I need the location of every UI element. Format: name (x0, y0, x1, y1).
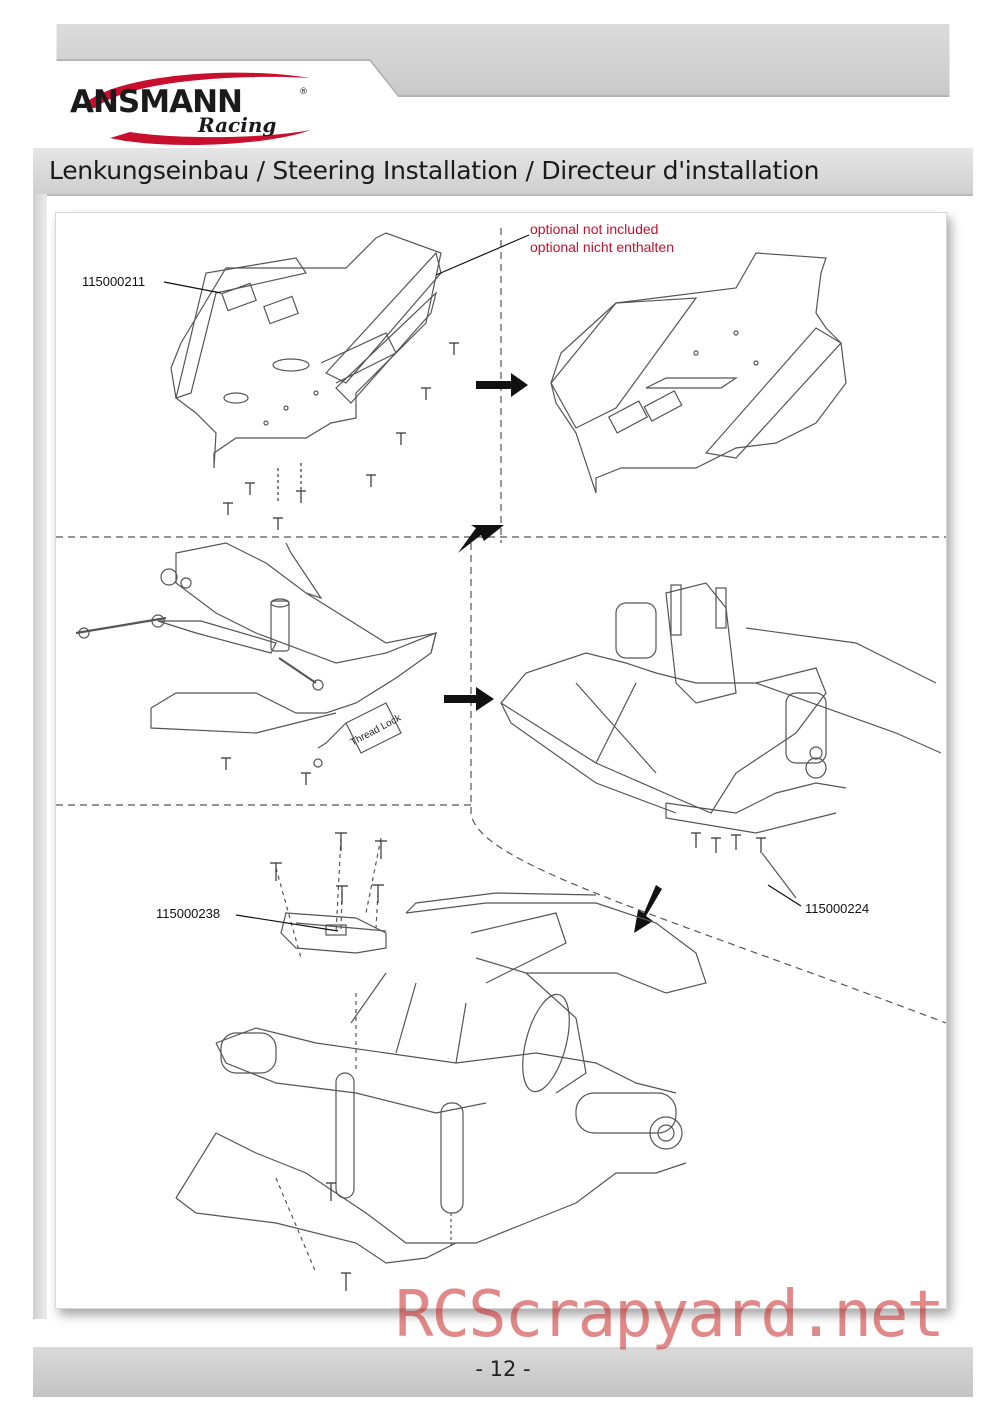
svg-text:Racing: Racing (197, 113, 276, 137)
leader-115000238 (235, 914, 339, 932)
header-band (56, 24, 950, 97)
arrow-down-left-1 (458, 525, 504, 553)
step1-screws (223, 342, 459, 530)
side-strip (33, 194, 47, 1319)
divider-curved (470, 543, 946, 1024)
assembly-illustrations: Thread Lock (56, 228, 946, 1291)
brand-logo: ANSMANN ® Racing (70, 68, 320, 146)
step5-large-assembly-drawing (175, 832, 707, 1291)
leader-optional (435, 234, 530, 276)
svg-text:®: ® (299, 87, 308, 97)
step2-chassis-drawing (550, 252, 847, 494)
step3-steering-drawing: Thread Lock (75, 542, 437, 785)
leader-115000211 (163, 281, 222, 294)
optional-note-line1: optional not included (530, 221, 659, 237)
part-label-115000238: 115000238 (156, 906, 221, 921)
watermark: RCScrapyard.net (395, 1278, 945, 1352)
arrow-right-2 (444, 687, 494, 711)
step4-front-assembly-drawing (500, 582, 942, 899)
footer-band: - 12 - (33, 1347, 973, 1397)
section-title-bar: Lenkungseinbau / Steering Installation /… (33, 148, 973, 196)
arrow-right-1 (476, 373, 528, 397)
page-title: Lenkungseinbau / Steering Installation /… (49, 156, 820, 185)
optional-note-line2: optional nicht enthalten (530, 239, 674, 255)
part-label-115000224: 115000224 (805, 901, 870, 916)
optional-note: optional not included optional nicht ent… (530, 220, 674, 256)
arrow-down-left-2 (634, 885, 662, 933)
part-label-115000211: 115000211 (82, 274, 146, 289)
shock-absorber (335, 1072, 355, 1199)
instruction-panel: Thread Lock (55, 212, 947, 1309)
page-number: - 12 - (475, 1357, 531, 1381)
leader-115000224 (767, 884, 802, 907)
svg-text:ANSMANN: ANSMANN (70, 84, 242, 120)
